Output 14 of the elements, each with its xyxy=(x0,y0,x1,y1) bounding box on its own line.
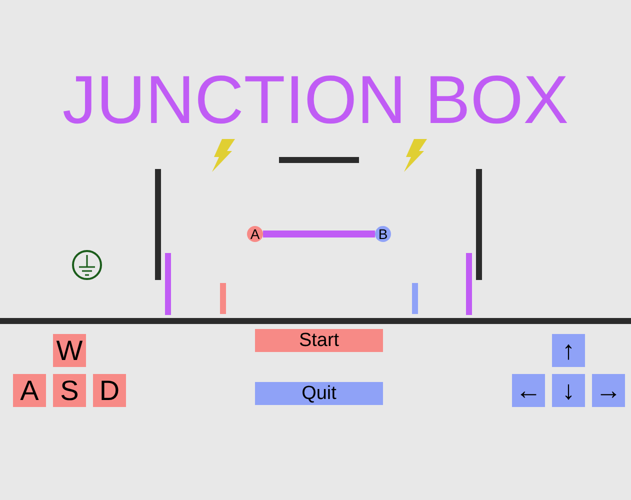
terminal-circle: A xyxy=(247,226,263,242)
key-cap: D xyxy=(93,374,126,407)
key-cap: ← xyxy=(512,374,545,407)
key-cap: W xyxy=(53,334,86,367)
key-cap: A xyxy=(13,374,46,407)
wire-line xyxy=(263,230,375,238)
terminal-circle: B xyxy=(375,226,391,242)
key-cap: S xyxy=(53,374,86,407)
quit-button: Quit xyxy=(255,382,383,405)
title: JUNCTION BOX xyxy=(61,62,570,138)
key-cap: ↑ xyxy=(552,334,585,367)
key-cap: ↓ xyxy=(552,374,585,407)
key-cap: → xyxy=(592,374,625,407)
start-button: Start xyxy=(255,329,383,352)
